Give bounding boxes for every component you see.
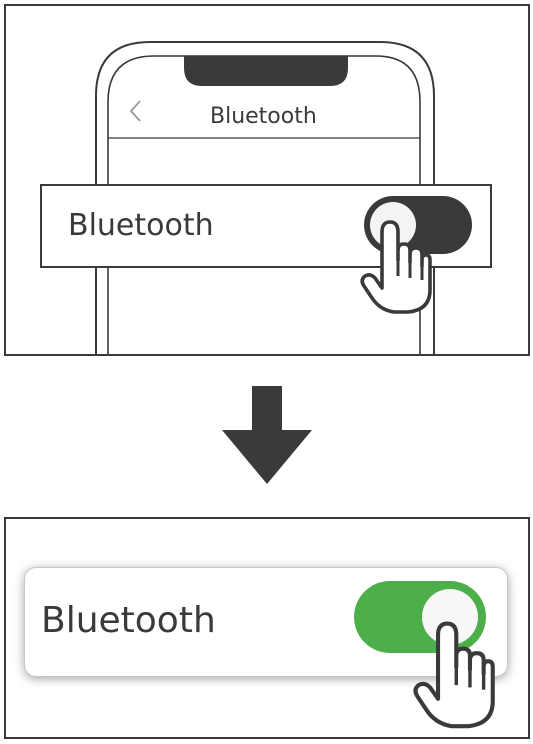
phone-illustration [6,6,528,354]
bluetooth-setting-label: Bluetooth [68,208,214,243]
hand-pointer-icon [412,619,496,733]
arrow-down-icon [220,386,314,486]
bluetooth-setting-label: Bluetooth [41,600,216,641]
phone-notch [184,56,348,86]
hand-pointer-icon [360,218,432,318]
chevron-left-icon[interactable] [126,98,146,124]
step-after-panel: Bluetooth [4,517,530,739]
step-before-panel: Bluetooth Bluetooth [4,4,530,356]
phone-screen-title: Bluetooth [210,104,317,129]
